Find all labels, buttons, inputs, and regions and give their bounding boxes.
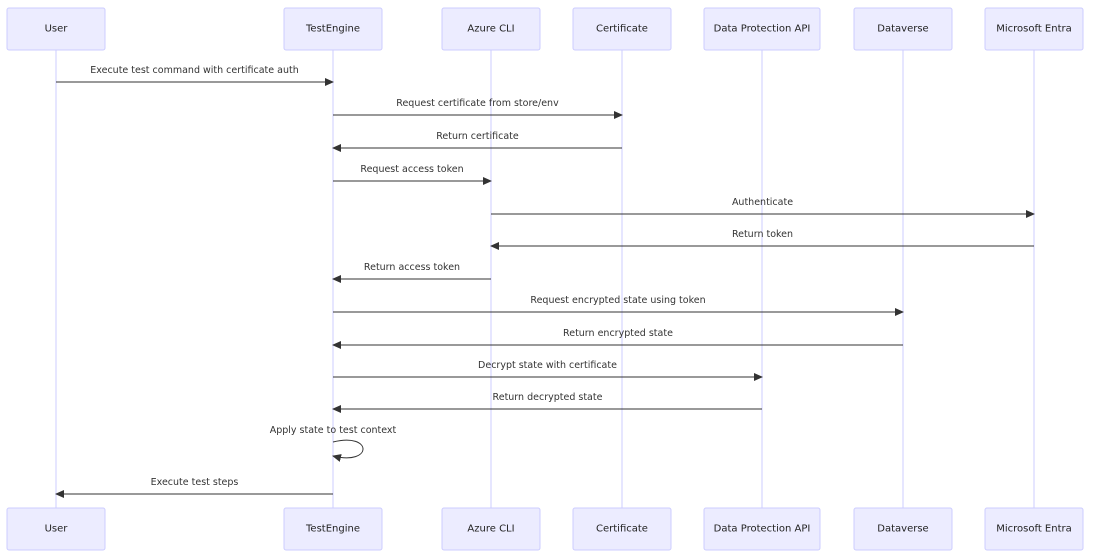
participant-label: Dataverse bbox=[877, 524, 928, 535]
message-label: Return certificate bbox=[436, 131, 519, 142]
message-label: Return encrypted state bbox=[563, 328, 673, 339]
participant-testengine-bottom: TestEngine bbox=[283, 507, 383, 551]
message-label: Return access token bbox=[364, 262, 460, 273]
participant-certificate-top: Certificate bbox=[572, 7, 672, 51]
participants-top: User TestEngine Azure CLI Certificate Data P… bbox=[6, 7, 1084, 51]
message-label: Request encrypted state using token bbox=[530, 295, 705, 306]
message: Return encrypted state bbox=[332, 328, 903, 349]
message-label: Return decrypted state bbox=[493, 392, 603, 403]
message: Request encrypted state using token bbox=[333, 295, 904, 316]
participant-dataverse-bottom: Dataverse bbox=[853, 507, 953, 551]
participant-label: Microsoft Entra bbox=[996, 524, 1072, 535]
message: Request certificate from store/env bbox=[333, 98, 623, 119]
participant-label: Data Protection API bbox=[714, 524, 811, 535]
message-label: Decrypt state with certificate bbox=[478, 360, 617, 371]
self-message-arrow bbox=[332, 439, 364, 462]
participant-box bbox=[853, 507, 953, 551]
participant-label: Certificate bbox=[596, 524, 648, 535]
message-label: Request certificate from store/env bbox=[396, 98, 559, 109]
participant-azurecli-bottom: Azure CLI bbox=[441, 507, 541, 551]
message: Execute test steps bbox=[55, 477, 333, 498]
message: Decrypt state with certificate bbox=[333, 360, 763, 381]
participant-label: User bbox=[45, 24, 69, 35]
message-label: Return token bbox=[732, 229, 793, 240]
participant-entra-bottom: Microsoft Entra bbox=[984, 507, 1084, 551]
participant-box bbox=[572, 507, 672, 551]
message: Authenticate bbox=[491, 197, 1035, 218]
participant-dpapi-top: Data Protection API bbox=[703, 7, 821, 51]
participant-box bbox=[572, 7, 672, 51]
participant-label: Certificate bbox=[596, 24, 648, 35]
participant-label: Dataverse bbox=[877, 24, 928, 35]
participant-label: Azure CLI bbox=[467, 24, 514, 35]
message-label: Apply state to test context bbox=[270, 425, 397, 436]
participant-box bbox=[283, 7, 383, 51]
participant-label: Azure CLI bbox=[467, 524, 514, 535]
participant-entra-top: Microsoft Entra bbox=[984, 7, 1084, 51]
message-label: Execute test command with certificate au… bbox=[90, 65, 298, 76]
participant-user-top: User bbox=[6, 7, 106, 51]
participant-label: Data Protection API bbox=[714, 24, 811, 35]
participant-user-bottom: User bbox=[6, 507, 106, 551]
messages: Execute test command with certificate au… bbox=[55, 65, 1035, 498]
participant-box bbox=[441, 7, 541, 51]
participant-testengine-top: TestEngine bbox=[283, 7, 383, 51]
participants-bottom: User TestEngine Azure CLI Certificate Data P… bbox=[6, 507, 1084, 551]
participant-azurecli-top: Azure CLI bbox=[441, 7, 541, 51]
participant-box bbox=[703, 7, 821, 51]
participant-certificate-bottom: Certificate bbox=[572, 507, 672, 551]
participant-box bbox=[984, 7, 1084, 51]
message: Return certificate bbox=[332, 131, 622, 152]
participant-label: TestEngine bbox=[305, 524, 360, 535]
participant-label: Microsoft Entra bbox=[996, 24, 1072, 35]
participant-label: User bbox=[45, 524, 69, 535]
message: Apply state to test context bbox=[270, 425, 397, 462]
message: Request access token bbox=[333, 164, 492, 185]
message: Return access token bbox=[332, 262, 491, 283]
participant-dpapi-bottom: Data Protection API bbox=[703, 507, 821, 551]
lifelines bbox=[55, 50, 1035, 508]
message: Return decrypted state bbox=[332, 392, 762, 413]
message-label: Authenticate bbox=[732, 197, 793, 208]
message: Return token bbox=[490, 229, 1034, 250]
message-label: Execute test steps bbox=[151, 477, 239, 488]
participant-box bbox=[703, 507, 821, 551]
participant-box bbox=[6, 507, 106, 551]
participant-label: TestEngine bbox=[305, 24, 360, 35]
message: Execute test command with certificate au… bbox=[56, 65, 334, 86]
participant-dataverse-top: Dataverse bbox=[853, 7, 953, 51]
participant-box bbox=[283, 507, 383, 551]
message-label: Request access token bbox=[360, 164, 463, 175]
participant-box bbox=[984, 507, 1084, 551]
participant-box bbox=[6, 7, 106, 51]
participant-box bbox=[853, 7, 953, 51]
participant-box bbox=[441, 507, 541, 551]
